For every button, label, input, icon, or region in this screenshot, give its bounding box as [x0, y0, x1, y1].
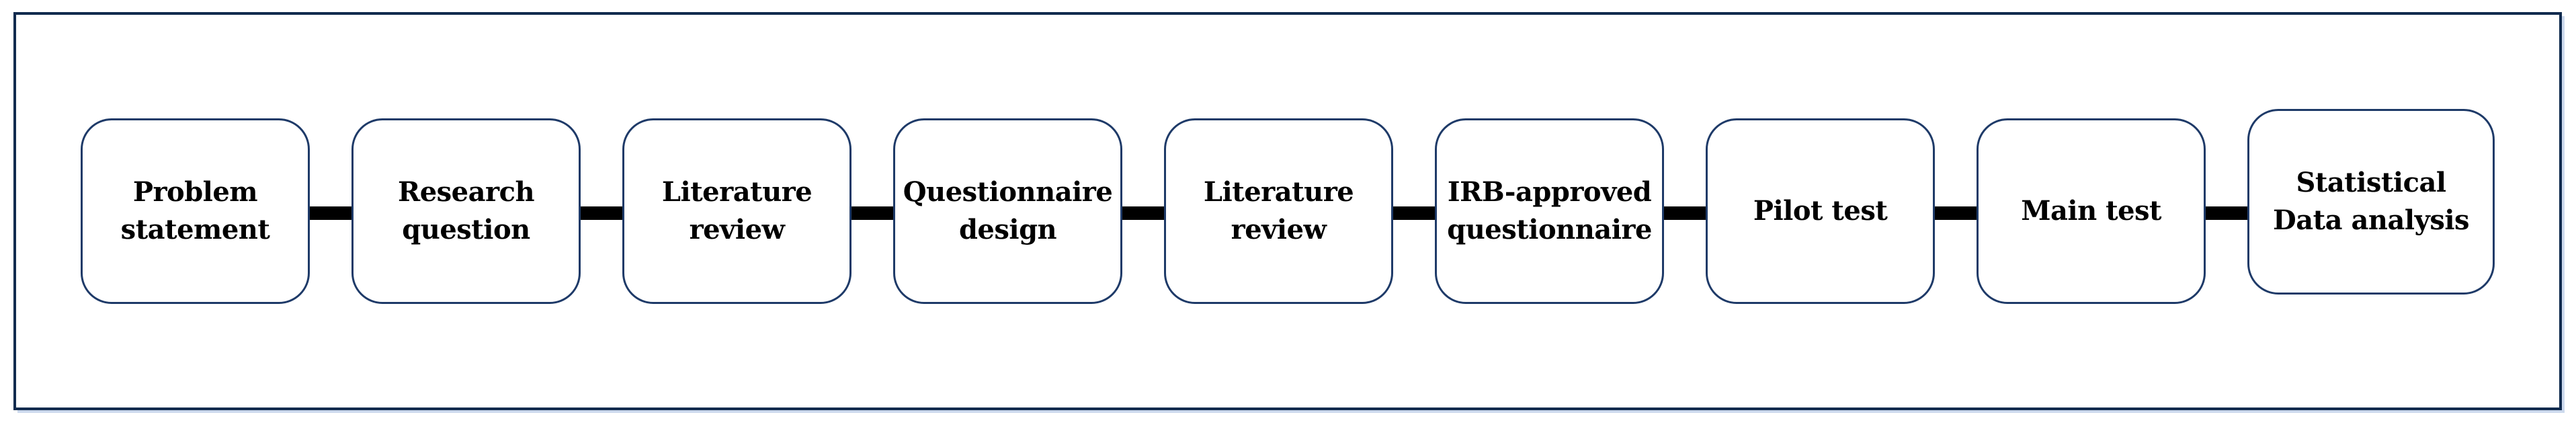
flow-step-label: Main test	[2021, 195, 2162, 227]
flow-step-label: Problem statement	[120, 176, 270, 245]
flow-step-label: Research question	[397, 176, 535, 245]
flow-step-label: Literature review	[661, 176, 813, 245]
flow-step-pilot-test: Pilot test	[1706, 118, 1936, 304]
flow-step-research-question: Research question	[351, 118, 581, 304]
flow-connector	[851, 206, 894, 220]
flow-connector	[310, 206, 352, 220]
flow-connector	[581, 206, 623, 220]
flow-step-label: Statistical Data analysis	[2273, 167, 2470, 236]
flow-connector	[1393, 206, 1436, 220]
flow-step-main-test: Main test	[1977, 118, 2206, 304]
flow-step-literature-review-2: Literature review	[1164, 118, 1394, 304]
flow-step-statistical-data-analysis: Statistical Data analysis	[2247, 109, 2495, 295]
flow-step-label: Questionnaire design	[903, 176, 1113, 245]
flow-step-label: Literature review	[1203, 176, 1354, 245]
flow-connector	[2206, 206, 2248, 220]
flow-connector	[1122, 206, 1165, 220]
flow-step-label: Pilot test	[1753, 195, 1888, 227]
flow-step-irb-approved-questionnaire: IRB-approved questionnaire	[1435, 118, 1665, 304]
flow-step-label: IRB-approved questionnaire	[1447, 176, 1652, 245]
flow-step-literature-review-1: Literature review	[622, 118, 852, 304]
flow-connector	[1664, 206, 1706, 220]
flowchart-row: Problem statement Research question Lite…	[16, 15, 2559, 407]
flow-connector	[1935, 206, 1977, 220]
flowchart-frame: Problem statement Research question Lite…	[13, 12, 2562, 410]
flow-step-problem-statement: Problem statement	[81, 118, 310, 304]
flow-step-questionnaire-design: Questionnaire design	[893, 118, 1123, 304]
